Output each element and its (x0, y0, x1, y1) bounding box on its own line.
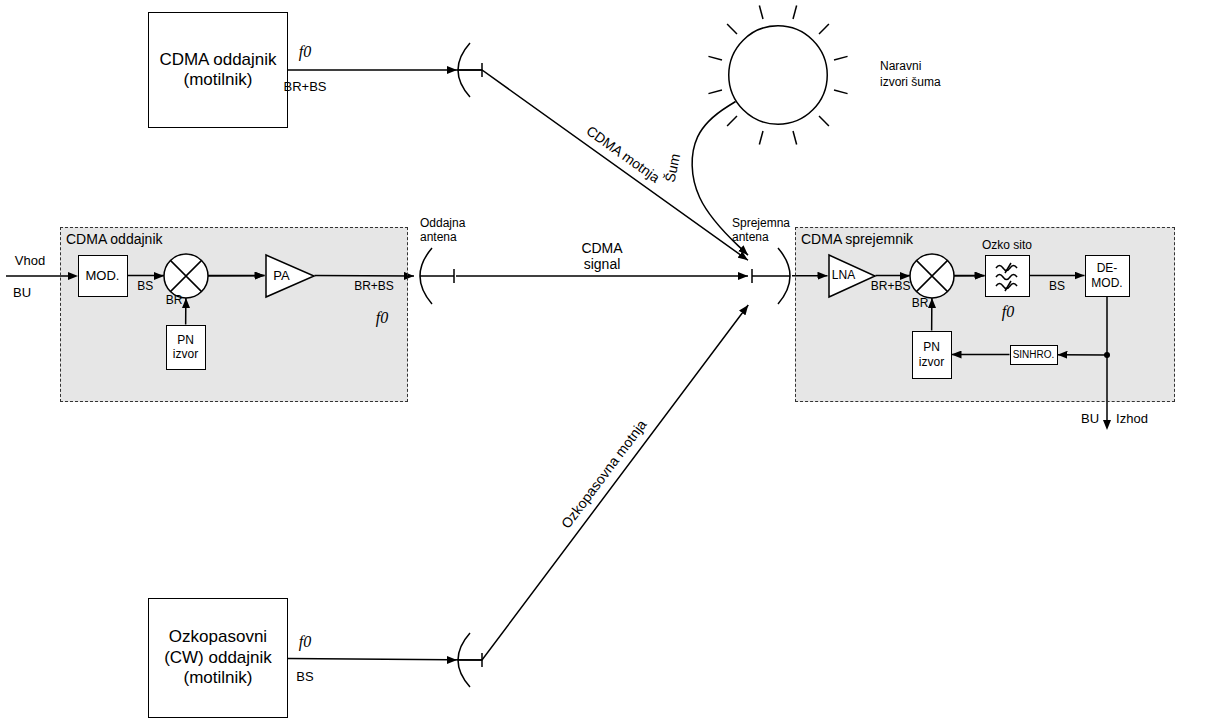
filter-wave (996, 274, 1017, 279)
frequency-label: f0 (299, 43, 311, 61)
sun-ray (819, 116, 829, 126)
antenna-dish (420, 248, 454, 304)
signal-label: Izhod (1116, 411, 1148, 426)
filter-slash (1005, 263, 1011, 291)
sun-ray (708, 56, 722, 60)
edge-label: BR+BS (354, 279, 394, 293)
node-text: MOD. (86, 268, 120, 284)
noise-source-sun: Naravni izvori šuma (728, 25, 828, 125)
amplifier-triangle: PA (265, 254, 315, 298)
arrow-head (154, 272, 164, 280)
node-text: Naravni izvori šuma (880, 58, 942, 90)
connector (1030, 275, 1085, 277)
signal-label: BU (13, 285, 31, 300)
output-wire (1106, 355, 1108, 422)
sun-ray (708, 90, 722, 94)
modulator-box: MOD. (78, 255, 128, 297)
arrow-head (928, 298, 936, 308)
signal-label: BR+BS (284, 79, 327, 94)
node-text: Ozkopasovni (CW) oddajnik (motilnik) (151, 627, 285, 688)
antRx-shape (748, 247, 792, 305)
arrow-head (182, 298, 190, 308)
antenna-dish (752, 248, 790, 304)
connector (1058, 297, 1108, 356)
arrow-head (68, 272, 78, 280)
sun-ray (834, 90, 848, 94)
pn-source-box: PN izvor (912, 331, 952, 379)
node-text: Oddajna antena (420, 216, 482, 244)
cw-transmitter-box: Ozkopasovni (CW) oddajnik (motilnik) (148, 598, 288, 718)
antenna-feed (458, 63, 482, 77)
node-text: PA (273, 268, 289, 284)
region-fill (60, 227, 408, 402)
receiver-region: CDMA sprejemnikLNAOzko sitoDE- MOD.PN iz… (795, 227, 1175, 402)
sun-ray (759, 131, 763, 145)
edge-label: CDMA signal (577, 240, 627, 272)
frequency-label: f0 (299, 633, 311, 651)
edge-label: BR (166, 293, 183, 307)
node-text: CDMA oddajnik (motilnik) (151, 50, 285, 91)
connector (288, 305, 748, 660)
sun-ray (759, 5, 763, 19)
sync-box: SINHRO. (1010, 345, 1058, 365)
arrow-head (447, 656, 457, 664)
edge-label: BS (1049, 279, 1065, 293)
node-text: CDMA sprejemnik (801, 231, 913, 248)
sun-ray (727, 24, 737, 34)
edge-label: CDMA motnja (584, 122, 664, 185)
amplifier-triangle: LNA (828, 254, 876, 298)
node-text: Ozko sito (982, 238, 1032, 252)
triangle-outline (829, 255, 875, 297)
node-text: Sprejemna antena (732, 216, 792, 244)
demodulator-box: DE- MOD. (1085, 255, 1130, 297)
node-text: CDMA oddajnik (66, 231, 163, 248)
node-text: PN izvor (169, 333, 203, 362)
sun-ray (793, 5, 797, 19)
frequency-label: f0 (376, 309, 388, 327)
edge-label: Šum (661, 152, 683, 183)
node-text: PN izvor (915, 340, 949, 369)
connector (456, 275, 748, 277)
arrow-head (447, 66, 457, 74)
receive-antenna: Sprejemna antena (748, 247, 792, 305)
mixer-symbol (910, 254, 954, 298)
frequency-label: f0 (1002, 303, 1014, 321)
edge-label: BR+BS (871, 279, 911, 293)
region-fill (795, 227, 1175, 402)
sun-ray (819, 24, 829, 34)
connector (288, 70, 748, 260)
mixer-symbol (164, 254, 208, 298)
sun-ray (793, 131, 797, 145)
transmitter-box: CDMA oddajnik (motilnik) (148, 12, 288, 128)
edge-label: BS (137, 279, 153, 293)
connector (952, 354, 1010, 356)
edge-label: Ozkopasovna motnja (558, 417, 650, 532)
edge-label: BR (912, 296, 929, 310)
filter-box: Ozko sito (985, 255, 1030, 297)
filter-shape (986, 256, 1031, 298)
antenna-feed (458, 653, 482, 667)
signal-label: BS (296, 669, 313, 684)
sun-ray (727, 116, 737, 126)
triangle-outline (266, 255, 314, 297)
junction-dot (1104, 352, 1110, 358)
transmit-antenna: Oddajna antena (414, 247, 456, 305)
sun-disc (729, 26, 828, 125)
connector (792, 275, 828, 277)
antTx-shape (414, 247, 456, 305)
pn-source-box: PN izvor (166, 325, 206, 370)
node-text: DE- MOD. (1088, 261, 1127, 290)
sun-shape (728, 25, 828, 125)
sun-ray (834, 56, 848, 60)
connector (315, 275, 415, 277)
signal-label: BU (1081, 411, 1099, 426)
node-text: LNA (832, 268, 855, 282)
signal-label: Vhod (15, 253, 45, 268)
arrow-head (1103, 420, 1111, 430)
node-text: SINHRO. (1013, 349, 1055, 361)
transmitter-region: CDMA oddajnikMOD. PN izvor PA (60, 227, 408, 402)
